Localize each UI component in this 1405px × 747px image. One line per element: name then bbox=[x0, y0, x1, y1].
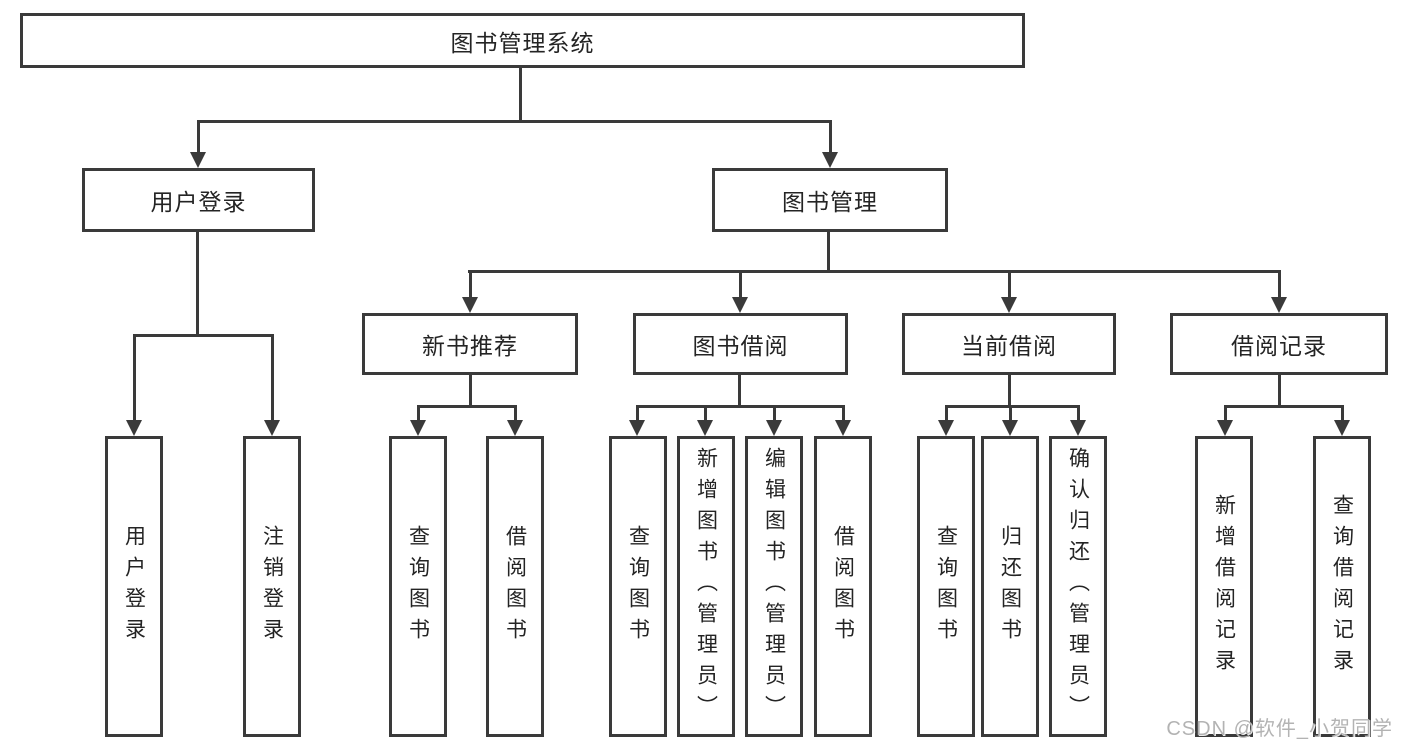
section-node-new-books: 新书推荐 bbox=[362, 313, 578, 375]
section-node-current-borrow: 当前借阅 bbox=[902, 313, 1116, 375]
connector-borrow-records-stem bbox=[1278, 375, 1281, 408]
leaf-node-user-login: 用户登录 bbox=[105, 436, 163, 737]
leaf-node-query-borrow-record: 查询借阅记录 bbox=[1313, 436, 1371, 737]
arrow-to-leaf-add-book bbox=[697, 405, 713, 436]
arrow-to-user-login bbox=[190, 120, 206, 168]
arrow-to-leaf-return-book bbox=[1002, 405, 1018, 436]
leaf-node-label: 归还图书 bbox=[998, 524, 1022, 649]
leaf-node-query-books-2: 查询图书 bbox=[609, 436, 667, 737]
branch-node-book-management: 图书管理 bbox=[712, 168, 948, 232]
arrow-to-leaf-borrow-books-1 bbox=[507, 405, 523, 436]
csdn-watermark: CSDN @软件_小贺同学 bbox=[1166, 718, 1393, 740]
arrow-to-leaf-user-login bbox=[126, 334, 142, 436]
connector-book-borrow-stem bbox=[738, 375, 741, 408]
connector-level2-rail bbox=[468, 270, 1281, 273]
leaf-node-edit-book-admin: 编辑图书（管理员） bbox=[745, 436, 803, 737]
leaf-node-logout: 注销登录 bbox=[243, 436, 301, 737]
leaf-node-add-book-admin: 新增图书（管理员） bbox=[677, 436, 735, 737]
arrow-to-leaf-borrow-books-2 bbox=[835, 405, 851, 436]
connector-level1-rail bbox=[197, 120, 831, 123]
arrow-to-leaf-edit-book bbox=[766, 405, 782, 436]
arrow-to-leaf-confirm-return bbox=[1070, 405, 1086, 436]
leaf-node-label: 确认归还（管理员） bbox=[1066, 447, 1090, 726]
leaf-node-query-books-3: 查询图书 bbox=[917, 436, 975, 737]
leaf-node-confirm-return-admin: 确认归还（管理员） bbox=[1049, 436, 1107, 737]
section-node-book-borrow: 图书借阅 bbox=[633, 313, 848, 375]
leaf-node-borrow-books-2: 借阅图书 bbox=[814, 436, 872, 737]
connector-current-borrow-rail bbox=[945, 405, 1079, 408]
leaf-node-label: 查询图书 bbox=[934, 524, 958, 649]
branch-node-label: 图书管理 bbox=[782, 189, 878, 215]
arrow-to-leaf-add-record bbox=[1217, 405, 1233, 436]
arrow-to-leaf-query-books-2 bbox=[629, 405, 645, 436]
leaf-node-add-borrow-record: 新增借阅记录 bbox=[1195, 436, 1253, 737]
leaf-node-borrow-books-1: 借阅图书 bbox=[486, 436, 544, 737]
leaf-node-label: 注销登录 bbox=[260, 524, 284, 649]
connector-new-books-rail bbox=[417, 405, 517, 408]
leaf-node-label: 借阅图书 bbox=[831, 524, 855, 649]
branch-node-label: 用户登录 bbox=[150, 189, 247, 215]
connector-user-login-rail bbox=[133, 334, 274, 337]
connector-borrow-records-rail bbox=[1224, 405, 1343, 408]
arrow-to-new-books bbox=[462, 270, 478, 313]
arrow-to-book-management bbox=[822, 120, 838, 168]
branch-node-user-login: 用户登录 bbox=[82, 168, 315, 232]
leaf-node-query-books-1: 查询图书 bbox=[389, 436, 447, 737]
section-node-label: 当前借阅 bbox=[961, 333, 1057, 359]
connector-current-borrow-stem bbox=[1008, 375, 1011, 408]
arrow-to-leaf-query-books-3 bbox=[938, 405, 954, 436]
root-node-label: 图书管理系统 bbox=[450, 29, 595, 56]
arrow-to-current-borrow bbox=[1001, 270, 1017, 313]
leaf-node-label: 新增图书（管理员） bbox=[694, 447, 718, 726]
arrow-to-leaf-query-record bbox=[1334, 405, 1350, 436]
leaf-node-label: 编辑图书（管理员） bbox=[762, 447, 786, 726]
leaf-node-return-book: 归还图书 bbox=[981, 436, 1039, 737]
section-node-label: 图书借阅 bbox=[692, 333, 789, 359]
arrow-to-leaf-query-books-1 bbox=[410, 405, 426, 436]
connector-book-borrow-rail bbox=[636, 405, 844, 408]
section-node-label: 新书推荐 bbox=[422, 333, 518, 359]
leaf-node-label: 新增借阅记录 bbox=[1212, 493, 1236, 680]
section-node-borrow-records: 借阅记录 bbox=[1170, 313, 1388, 375]
leaf-node-label: 查询图书 bbox=[626, 524, 650, 649]
leaf-node-label: 用户登录 bbox=[122, 524, 146, 649]
arrow-to-borrow-records bbox=[1271, 270, 1287, 313]
root-node-library-system: 图书管理系统 bbox=[20, 13, 1025, 68]
leaf-node-label: 借阅图书 bbox=[503, 524, 527, 649]
leaf-node-label: 查询图书 bbox=[406, 524, 430, 649]
arrow-to-book-borrow bbox=[732, 270, 748, 313]
connector-user-login-stem bbox=[196, 232, 199, 336]
connector-root-stem bbox=[519, 67, 522, 123]
section-node-label: 借阅记录 bbox=[1231, 333, 1327, 359]
connector-new-books-stem bbox=[469, 375, 472, 408]
leaf-node-label: 查询借阅记录 bbox=[1330, 493, 1354, 680]
arrow-to-leaf-logout bbox=[264, 334, 280, 436]
connector-book-management-stem bbox=[827, 232, 830, 273]
